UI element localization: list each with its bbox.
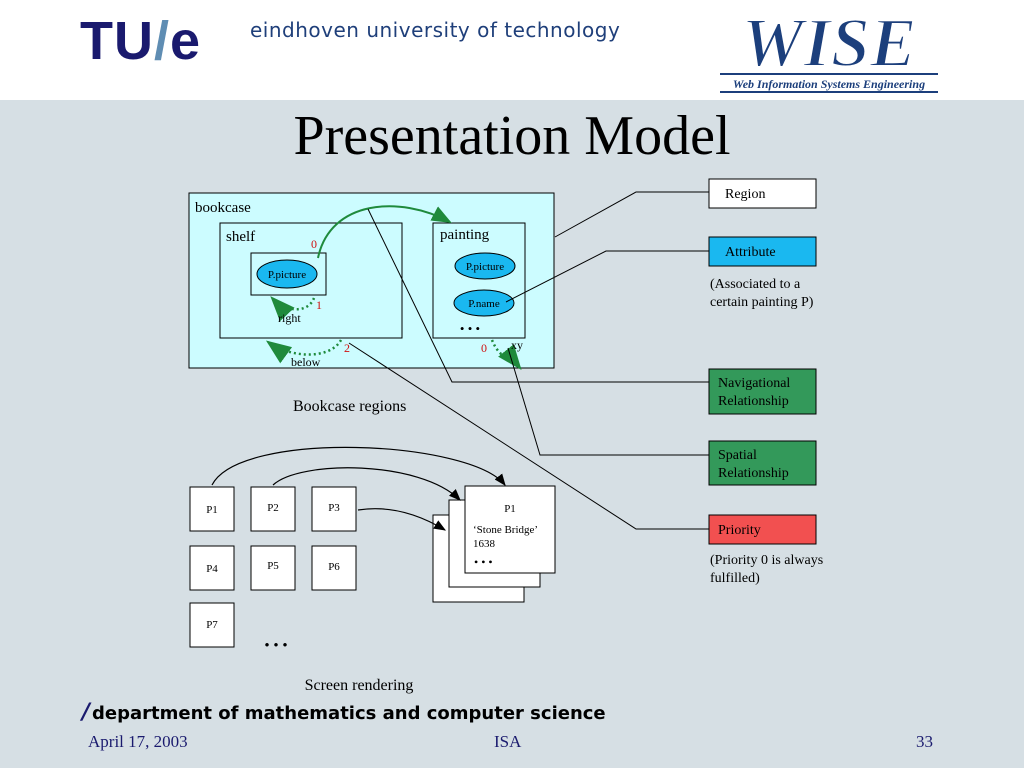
painting-picture-attribute [454, 252, 516, 280]
footer-date: April 17, 2003 [88, 732, 188, 751]
shelf-picture-label: P.picture [268, 269, 306, 281]
more-tiles-dots: • • • [264, 638, 287, 654]
footer-page-number: 33 [916, 732, 933, 751]
painting-region [432, 222, 526, 339]
connector-attribute [505, 250, 709, 303]
legend-spatial-box [708, 440, 817, 486]
legend-attribute-box [708, 236, 817, 267]
shelf-label: shelf [226, 229, 255, 245]
card-dots: • • • [474, 555, 493, 569]
university-name: eindhoven university of technology [250, 18, 621, 42]
wise-subtitle: Web Information Systems Engineering [733, 77, 925, 91]
tile-p7-label: P7 [206, 619, 218, 631]
legend-attribute-note-1: (Associated to a [710, 277, 801, 292]
tue-logo: TU/e [80, 10, 201, 72]
legend-spatial-label-1: Spatial [718, 448, 757, 463]
tile-p2 [250, 486, 296, 532]
painting-name-attribute [453, 289, 515, 317]
bookcase-regions-caption: Bookcase regions [293, 398, 406, 415]
legend-priority-label: Priority [718, 523, 761, 538]
priority-1-label: 1 [316, 298, 322, 312]
tile-grid: P1 P2 P3 P4 P5 P6 P7 [189, 486, 357, 648]
shelf-picture-attribute [256, 259, 318, 289]
spatial-right-arrow [270, 296, 316, 322]
tile-p2-label: P2 [267, 502, 279, 514]
card-line-1: ‘Stone Bridge’ [473, 524, 538, 536]
tile-p1-label: P1 [206, 504, 218, 516]
header: TU/e eindhoven university of technology … [0, 0, 1024, 100]
legend-navigational-label-1: Navigational [718, 376, 790, 391]
card-line-2: 1638 [473, 538, 496, 550]
legend-attribute-label: Attribute [725, 245, 776, 260]
painting-label: painting [440, 227, 490, 243]
screen-rendering-caption: Screen rendering [305, 677, 414, 694]
tile-p3-label: P3 [328, 502, 340, 514]
painting-picture-label: P.picture [466, 261, 504, 273]
wise-logo: WISE Web Information Systems Engineering [720, 8, 938, 93]
tile-p3 [311, 486, 357, 532]
bookcase-label: bookcase [195, 200, 251, 216]
render-arrow-p2 [272, 467, 461, 501]
priority-0-label-b: 0 [481, 341, 487, 355]
below-label: below [291, 355, 321, 369]
connector-region [554, 191, 709, 238]
connector-navigational [367, 208, 709, 383]
logo-tu-text: TU [80, 11, 154, 71]
legend-spatial-label-2: Relationship [718, 466, 789, 481]
tile-p6-label: P6 [328, 561, 340, 573]
legend-priority-note-1: (Priority 0 is always [710, 553, 823, 568]
xy-label: xy [511, 338, 523, 352]
footer-department: /department of mathematics and computer … [82, 700, 606, 725]
legend-navigational-label-2: Relationship [718, 394, 789, 409]
wise-logo-text: WISE [741, 8, 916, 82]
tile-p4 [189, 545, 235, 591]
logo-e-text: e [170, 11, 202, 71]
right-label: right [278, 311, 301, 325]
navigational-arrow [317, 205, 452, 259]
priority-2-label: 2 [344, 341, 350, 355]
tile-p7 [189, 602, 235, 648]
legend-priority-note-2: fulfilled) [710, 571, 760, 586]
logo-slash: / [153, 11, 170, 71]
footer-department-text: department of mathematics and computer s… [92, 703, 606, 724]
card-title: P1 [504, 503, 516, 515]
render-arrow-p3 [357, 508, 447, 531]
spatial-below-arrow [265, 339, 343, 364]
tile-p1 [189, 486, 235, 532]
footer-slash: / [82, 700, 91, 725]
legend-region-label: Region [725, 187, 765, 202]
legend-region-box [708, 178, 817, 209]
tile-p5 [250, 545, 296, 591]
footer-center: ISA [494, 732, 522, 751]
legend-navigational-box [708, 368, 817, 415]
connector-priority [348, 342, 709, 530]
painting-more-dots: • • • [460, 321, 480, 336]
tile-p6 [311, 545, 357, 591]
legend-priority-box [708, 514, 817, 545]
priority-0-label-a: 0 [311, 237, 317, 251]
tile-p4-label: P4 [206, 563, 218, 575]
connector-spatial [507, 347, 709, 456]
tile-p5-label: P5 [267, 560, 279, 572]
card-front [464, 485, 556, 574]
legend-attribute-note-2: certain painting P) [710, 295, 814, 310]
render-arrow-p1 [211, 446, 506, 486]
slide-title: Presentation Model [293, 105, 731, 167]
painting-name-label: P.name [468, 298, 500, 310]
